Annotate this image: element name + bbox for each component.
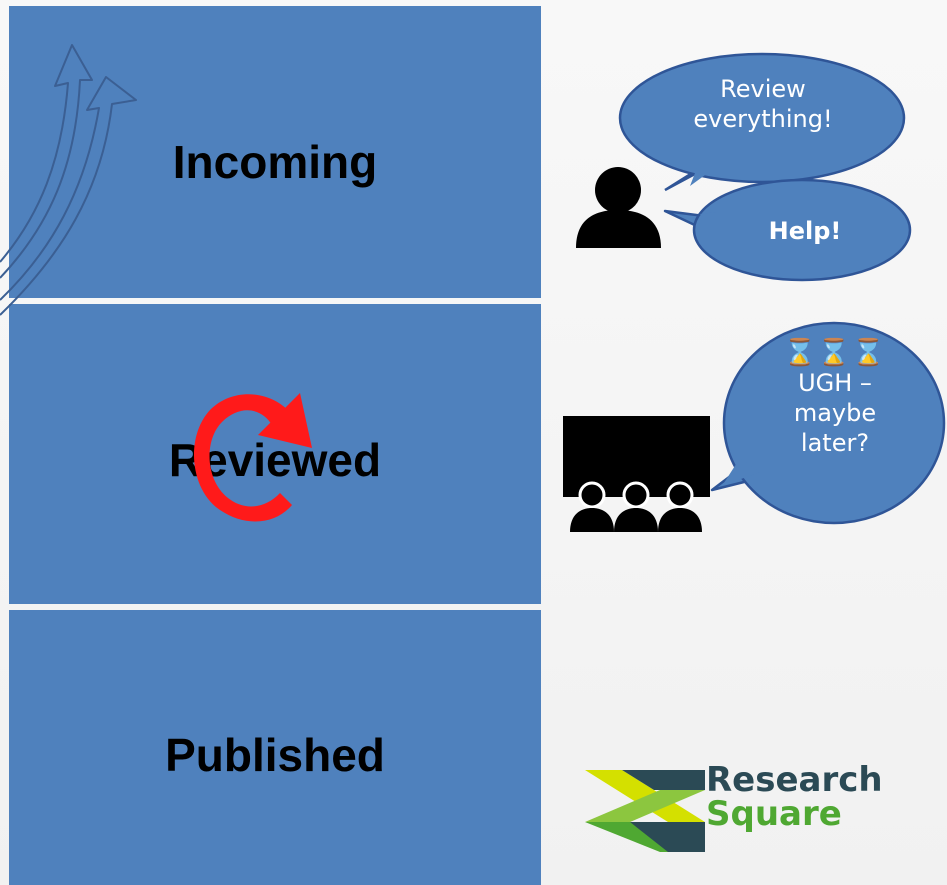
audience-screen-icon bbox=[563, 416, 710, 532]
research-square-logo-icon bbox=[585, 770, 705, 852]
stage-incoming-label: Incoming bbox=[172, 136, 378, 188]
stage-incoming-box: Incoming bbox=[9, 6, 541, 298]
bubble-help-text: Help! bbox=[768, 217, 842, 245]
person-icon bbox=[576, 167, 661, 248]
stage-published-box: Published bbox=[9, 610, 541, 885]
logo-word-square: Square bbox=[706, 794, 842, 834]
bubble-ugh-line2: maybe bbox=[793, 399, 877, 427]
speech-bubble-review bbox=[618, 52, 906, 192]
growth-arrows-icon bbox=[0, 44, 137, 316]
stage-reviewed-box: Reviewed bbox=[9, 304, 541, 604]
hourglass-icon: ⌛⌛⌛ bbox=[783, 338, 887, 368]
speech-bubble-ugh bbox=[710, 321, 946, 525]
bubble-ugh-line1: UGH – bbox=[798, 369, 872, 397]
bubble-review-line2: everything! bbox=[693, 105, 833, 133]
speech-bubble-help bbox=[663, 178, 912, 282]
bubble-ugh-line3: later? bbox=[800, 429, 870, 457]
bubble-review-text: Review everything! bbox=[633, 74, 893, 134]
research-square-logo-text: Research Square bbox=[706, 763, 883, 831]
refresh-cycle-icon bbox=[193, 393, 312, 522]
logo-word-research: Research bbox=[706, 760, 883, 800]
bubble-ugh-text: ⌛⌛⌛ UGH – maybe later? bbox=[740, 338, 930, 458]
stage-published-label: Published bbox=[165, 729, 385, 781]
bubble-review-line1: Review bbox=[720, 75, 806, 103]
